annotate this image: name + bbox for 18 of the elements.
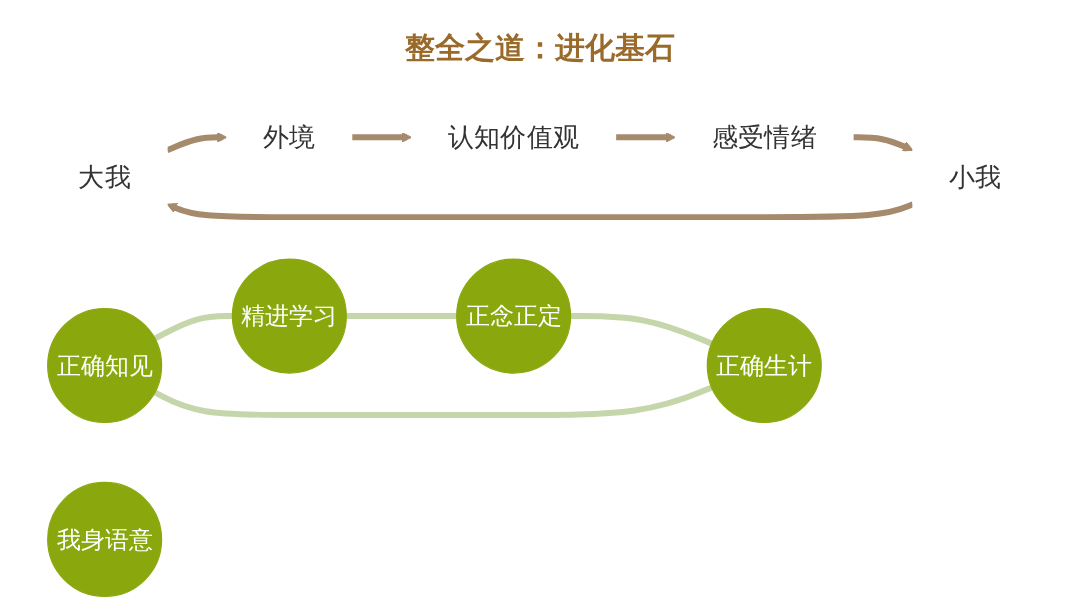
title: 整全之道：进化基石 bbox=[404, 29, 676, 67]
node-text: 感受情绪 bbox=[711, 122, 818, 153]
arrow bbox=[615, 132, 676, 143]
node-circle: 正确生计 bbox=[706, 307, 822, 424]
connector bbox=[570, 313, 713, 347]
node-text: 大我 bbox=[78, 162, 132, 193]
node-text: 外境 bbox=[262, 122, 316, 153]
node-circle: 我身语意 bbox=[47, 481, 163, 597]
node-circle: 正念正定 bbox=[456, 258, 572, 374]
node-text: 认知价值观 bbox=[447, 122, 580, 153]
connector bbox=[346, 313, 457, 320]
arrow bbox=[165, 132, 228, 154]
node-circle: 正确知见 bbox=[47, 307, 163, 424]
connector bbox=[153, 384, 713, 418]
arrow bbox=[853, 134, 914, 152]
node-circle: 精进学习 bbox=[231, 258, 347, 374]
connector bbox=[153, 313, 233, 342]
node-text: 小我 bbox=[948, 162, 1002, 193]
